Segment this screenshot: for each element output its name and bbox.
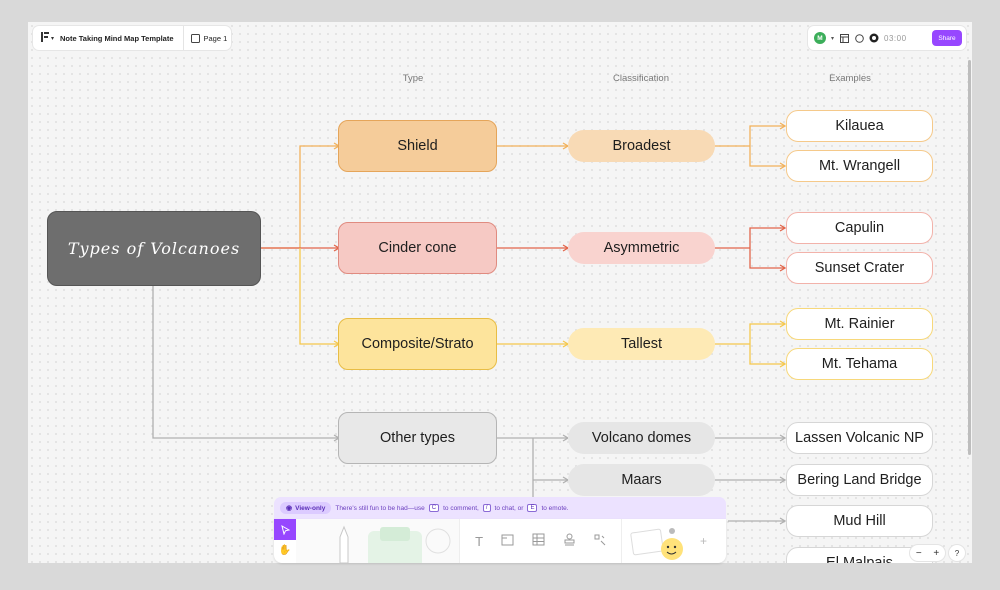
hand-tool[interactable]: ✋ xyxy=(274,540,296,561)
classification-node-volcano-domes[interactable]: Volcano domes xyxy=(568,422,715,454)
comment-icon[interactable] xyxy=(854,33,864,43)
figjam-logo-icon xyxy=(41,32,49,44)
table-tool-icon[interactable] xyxy=(532,533,545,549)
example-node-capulin[interactable]: Capulin xyxy=(786,212,933,244)
example-node-lassen[interactable]: Lassen Volcanic NP xyxy=(786,422,933,454)
canvas[interactable]: Type Classification Examples Types of Vo… xyxy=(28,22,972,563)
timer-display: 03:00 xyxy=(884,33,907,43)
main-menu-button[interactable]: ▾ xyxy=(33,32,60,44)
banner-text-c: to chat, or xyxy=(494,504,524,512)
root-node[interactable]: Types of Volcanoes xyxy=(47,211,261,286)
avatar[interactable]: M xyxy=(814,32,826,44)
example-node-bering[interactable]: Bering Land Bridge xyxy=(786,464,933,496)
column-header-type: Type xyxy=(402,73,424,84)
vertical-scrollbar[interactable] xyxy=(968,60,971,455)
zoom-in-button[interactable]: + xyxy=(933,547,940,559)
stamp-tool-icon[interactable] xyxy=(564,533,575,549)
pen-tools-graphic xyxy=(339,525,451,563)
classification-node-asymmetric[interactable]: Asymmetric xyxy=(568,232,715,264)
classification-node-broadest[interactable]: Broadest xyxy=(568,130,715,162)
kbd-comment: C xyxy=(428,504,440,512)
example-node-mt-rainier[interactable]: Mt. Rainier xyxy=(786,308,933,340)
column-header-classification: Classification xyxy=(613,73,669,84)
example-node-mt-tehama[interactable]: Mt. Tehama xyxy=(786,348,933,380)
kbd-emote: E xyxy=(527,504,538,512)
eye-icon: ◉ xyxy=(286,505,293,512)
banner-text-d: to emote. xyxy=(541,504,569,512)
banner-text-a: There's still fun to be had—use xyxy=(335,504,425,512)
chevron-down-icon: ▾ xyxy=(51,35,55,42)
stickers-graphic: + xyxy=(630,528,707,560)
view-only-label: View-only xyxy=(295,504,326,512)
type-node-shield[interactable]: Shield xyxy=(338,120,497,172)
bottom-toolbar: ✋ T + xyxy=(274,519,726,563)
insert-tools: T xyxy=(460,519,622,563)
kbd-chat: / xyxy=(482,504,491,512)
layout-icon[interactable] xyxy=(839,33,849,43)
example-node-kilauea[interactable]: Kilauea xyxy=(786,110,933,142)
drawing-tools xyxy=(296,519,460,563)
connectors xyxy=(152,122,787,562)
timer-icon[interactable] xyxy=(869,33,879,43)
widget-tool-icon[interactable] xyxy=(593,533,606,549)
classification-node-maars[interactable]: Maars xyxy=(568,464,715,496)
page-icon xyxy=(190,33,200,43)
page-selector[interactable]: Page 1 xyxy=(184,33,228,43)
file-bar: ▾ Note Taking Mind Map Template Page 1 xyxy=(33,26,231,50)
type-node-other[interactable]: Other types xyxy=(338,412,497,464)
file-title[interactable]: Note Taking Mind Map Template xyxy=(60,26,184,50)
view-only-badge[interactable]: ◉ View-only xyxy=(280,502,332,514)
zoom-controls: − + xyxy=(910,545,945,561)
zoom-out-button[interactable]: − xyxy=(915,547,922,559)
svg-text:+: + xyxy=(700,534,707,548)
section-tool-icon[interactable] xyxy=(501,533,514,549)
column-header-examples: Examples xyxy=(829,73,871,84)
chevron-down-icon[interactable]: ▾ xyxy=(831,35,835,42)
text-tool-icon[interactable]: T xyxy=(475,533,484,549)
view-only-banner: ◉ View-only There's still fun to be had—… xyxy=(274,497,726,519)
header-actions: M ▾ 03:00 Share xyxy=(808,26,966,50)
banner-text-b: to comment, xyxy=(443,504,479,512)
example-node-sunset-crater[interactable]: Sunset Crater xyxy=(786,252,933,284)
page-label: Page 1 xyxy=(203,33,228,43)
classification-node-tallest[interactable]: Tallest xyxy=(568,328,715,360)
type-node-composite[interactable]: Composite/Strato xyxy=(338,318,497,370)
cursor-icon xyxy=(280,524,290,535)
hand-icon: ✋ xyxy=(278,545,292,556)
mode-tools: ✋ xyxy=(274,519,296,563)
type-node-cinder-cone[interactable]: Cinder cone xyxy=(338,222,497,274)
example-node-mud-hill[interactable]: Mud Hill xyxy=(786,505,933,537)
help-button[interactable]: ? xyxy=(949,545,965,561)
example-node-mt-wrangell[interactable]: Mt. Wrangell xyxy=(786,150,933,182)
more-tools[interactable]: + xyxy=(622,519,726,563)
share-button[interactable]: Share xyxy=(932,30,962,46)
cursor-tool[interactable] xyxy=(274,519,296,540)
